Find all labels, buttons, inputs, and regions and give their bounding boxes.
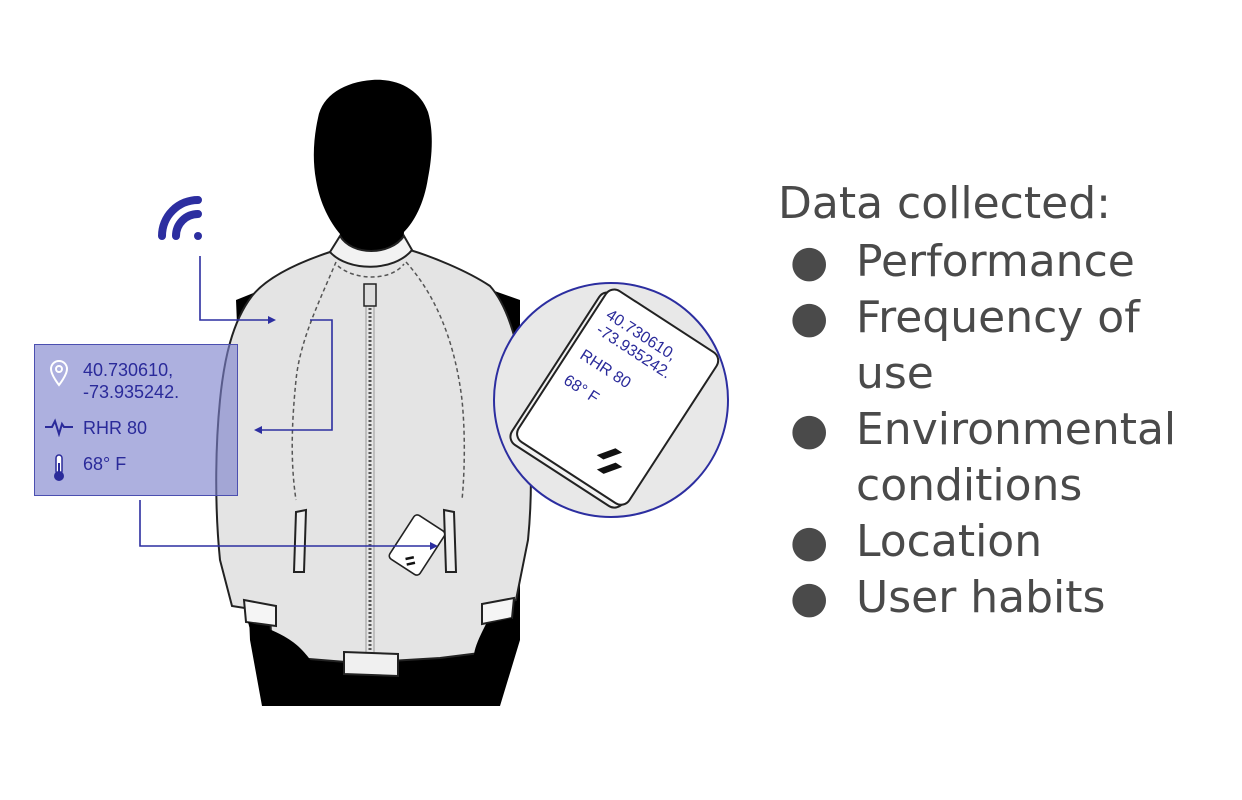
bullet: ● (790, 516, 829, 567)
heart-rate-row: RHR 80 (35, 417, 147, 439)
jacket (215, 234, 532, 678)
location-row: 40.730610, -73.935242. (35, 359, 179, 403)
list-title: Data collected: (778, 178, 1111, 229)
location-latitude: 40.730610, (83, 360, 174, 380)
bullet: ● (790, 572, 829, 623)
location-pin-icon (49, 359, 69, 387)
location-longitude: -73.935242. (83, 382, 180, 402)
wifi-icon (158, 196, 202, 240)
temperature-value: 68° F (83, 454, 127, 474)
bullet: ● (790, 292, 829, 343)
connector-lines (139, 256, 434, 547)
heart-rate-value: RHR 80 (83, 418, 148, 438)
sensor-data-panel: 40.730610, -73.935242. RHR 80 68° F (34, 344, 238, 496)
list-item: ●Performance (778, 234, 1228, 290)
bullet: ● (790, 236, 829, 287)
heartbeat-icon (45, 418, 73, 437)
list-item: ●Location (778, 514, 1228, 570)
device-zoom-circle: 40.730610, -73.935242. RHR 80 68° F (493, 282, 729, 518)
bullet: ● (790, 404, 829, 455)
temperature-row: 68° F (35, 453, 126, 483)
list-item: ●Environmental conditions (790, 404, 1177, 511)
list-item: ●User habits (778, 570, 1228, 626)
data-collected-list: Data collected: ●Performance ●Frequency … (778, 176, 1228, 626)
pocket-device (388, 514, 446, 576)
list-item: ●Frequency of use (790, 292, 1140, 399)
thermometer-icon (54, 454, 64, 481)
brand-logo-icon (596, 448, 623, 474)
